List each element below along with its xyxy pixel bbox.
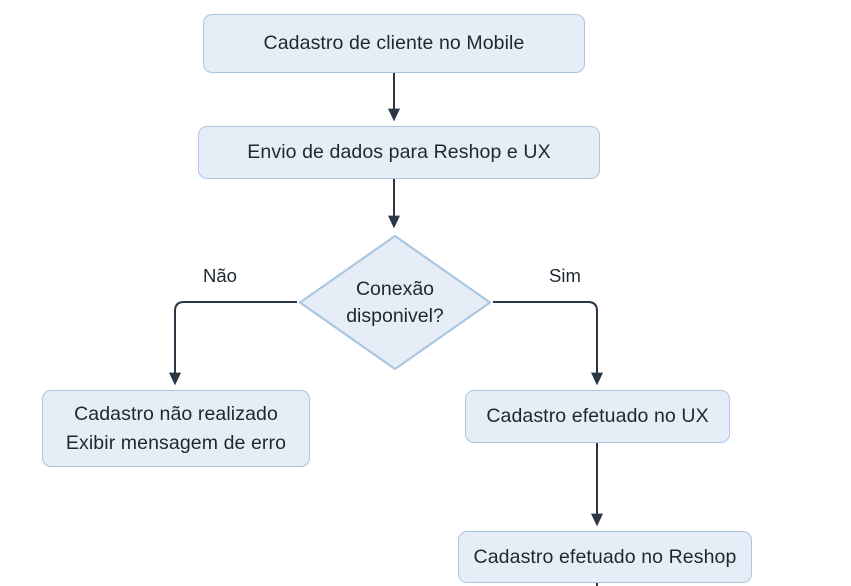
node-label-group: Conexão disponivel? <box>346 276 444 329</box>
node-cadastro-de-cliente-no-mobile[interactable]: Cadastro de cliente no Mobile <box>203 14 585 73</box>
connector-conexao-to-cadastro-ux <box>493 301 603 386</box>
node-cadastro-efetuado-no-ux[interactable]: Cadastro efetuado no UX <box>465 390 730 443</box>
node-conexao-disponivel[interactable]: Conexão disponivel? <box>297 233 493 372</box>
node-label-line1: Conexão <box>355 278 435 301</box>
node-label: Cadastro de cliente no Mobile <box>263 32 525 55</box>
node-label: Cadastro efetuado no UX <box>486 405 709 428</box>
node-cadastro-efetuado-no-reshop[interactable]: Cadastro efetuado no Reshop <box>458 531 752 583</box>
node-label-line2: Exibir mensagem de erro <box>65 431 287 454</box>
node-envio-de-dados[interactable]: Envio de dados para Reshop e UX <box>198 126 600 179</box>
edge-label-nao: Não <box>203 265 237 286</box>
node-label-line2: disponivel? <box>346 304 444 327</box>
diamond-shape <box>298 234 492 371</box>
edge-label-sim: Sim <box>549 265 581 286</box>
node-label-line1: Cadastro não realizado <box>74 403 278 426</box>
connector-conexao-to-erro <box>169 301 297 386</box>
node-label: Cadastro efetuado no Reshop <box>473 545 737 568</box>
node-cadastro-nao-realizado[interactable]: Cadastro não realizado Exibir mensagem d… <box>42 390 310 467</box>
node-label: Envio de dados para Reshop e UX <box>247 141 551 164</box>
